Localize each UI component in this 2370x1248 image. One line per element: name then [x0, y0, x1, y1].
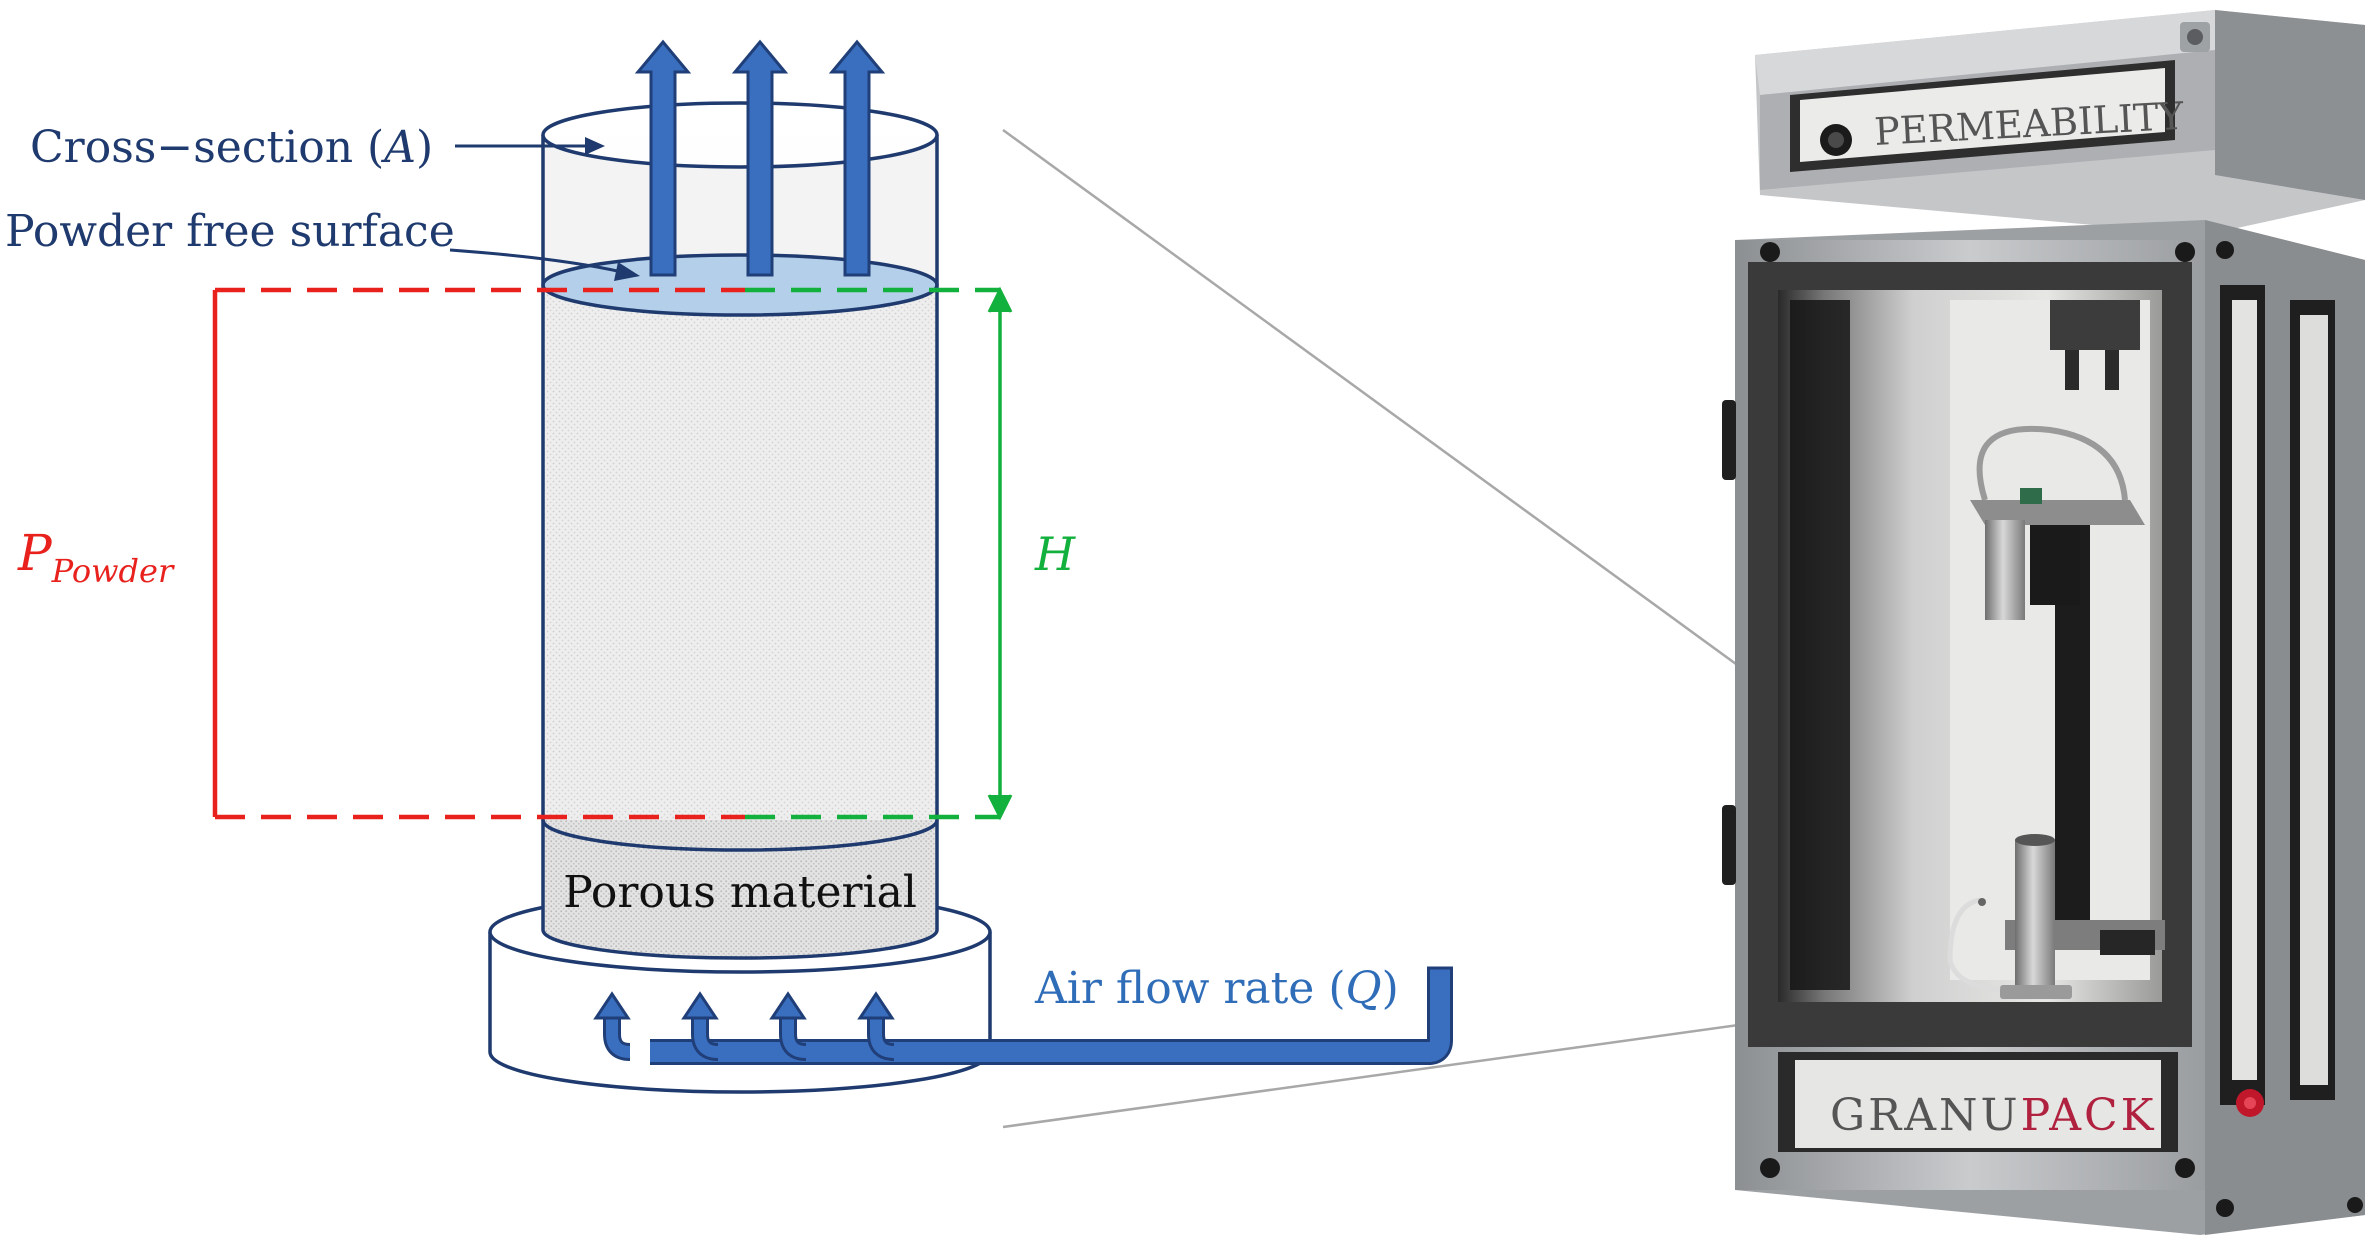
piston-cylinder: [1985, 520, 2025, 620]
inflow-arrow-1: [593, 991, 631, 1061]
porous-material-label: Porous material: [563, 867, 917, 918]
stepper-motor-icon: [2030, 525, 2080, 605]
leader-arrows: [449, 137, 640, 281]
sample-cell: [2015, 840, 2055, 995]
inflow-arrow-4: [857, 991, 895, 1061]
cross-section-label: Cross−section (A): [30, 122, 433, 173]
outflow-arrow-1: [634, 39, 692, 277]
powder-free-surface: [541, 253, 939, 317]
pressure-bracket: [212, 287, 745, 820]
airflow-label: Air flow rate (Q): [1034, 963, 1399, 1014]
permeability-panel: [1800, 68, 2165, 162]
granupack-logo: GRANUPACK: [1830, 1090, 2157, 1141]
brand-panel: [1795, 1060, 2161, 1148]
granupack-device: PERMEABILITY GRANUPACK: [1722, 10, 2365, 1235]
free-surface-label: Powder free surface: [5, 206, 455, 257]
porous-material-layer: [541, 820, 939, 960]
air-supply-pipe: [593, 966, 1453, 1065]
inflow-arrow-2: [681, 991, 719, 1061]
internal-mechanism: [1947, 300, 2165, 999]
outflow-arrows: [634, 39, 886, 277]
outflow-arrow-3: [828, 39, 886, 277]
pressure-label: PPowder: [17, 524, 175, 590]
cross-section-ellipse: [541, 101, 939, 169]
powder-column: [541, 101, 939, 930]
device-cabinet: GRANUPACK: [1722, 220, 2365, 1235]
height-bracket: [745, 286, 1013, 821]
height-label: H: [1034, 527, 1076, 581]
outflow-arrow-2: [731, 39, 789, 277]
powder-column-schematic: Cross−section (A) Powder free surface PP…: [5, 39, 1453, 1094]
inflow-arrows: [593, 991, 895, 1061]
device-top-module: PERMEABILITY: [1755, 10, 2365, 235]
inflow-arrow-3: [769, 991, 807, 1061]
